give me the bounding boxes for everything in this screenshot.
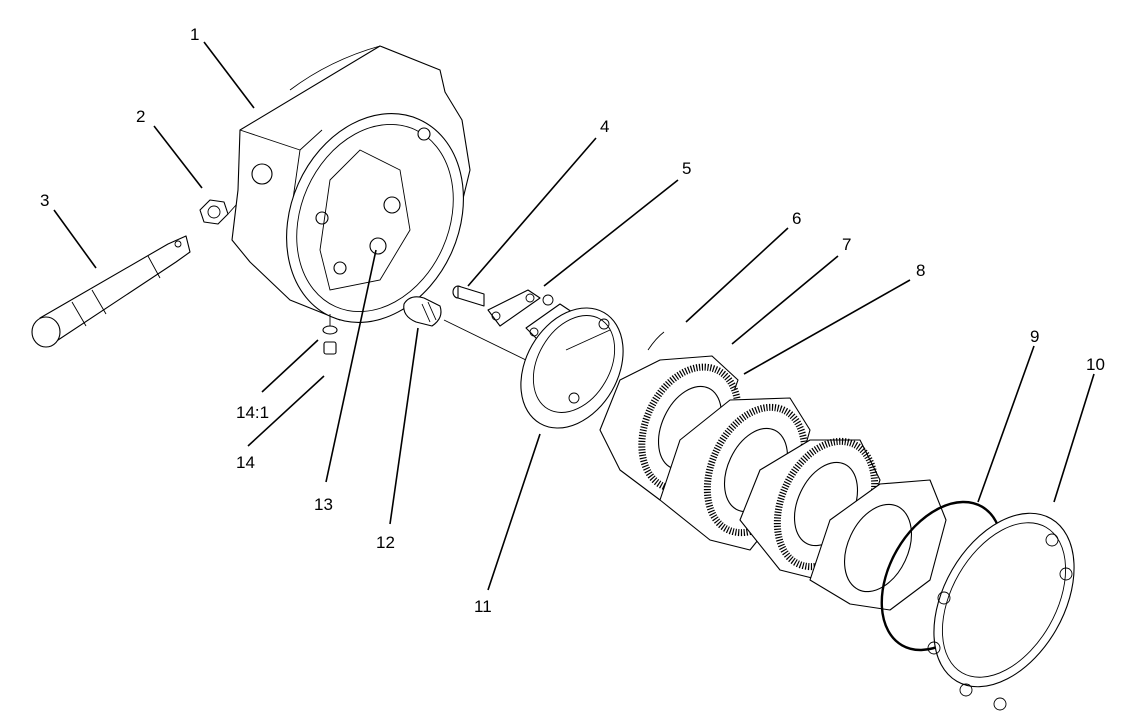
retaining-plate-part [927,512,1075,711]
bolt-part [323,314,337,355]
callout-13: 13 [314,495,333,514]
leader-12 [389,327,419,525]
leader-8 [743,279,911,375]
callout-11: 11 [474,597,492,616]
end-plate [809,479,947,611]
housing-part [231,45,471,323]
callout-6: 6 [792,209,801,228]
pin-part [452,285,485,307]
callout-4: 4 [600,117,609,136]
leader-11 [487,433,541,591]
leader-2 [153,125,203,189]
callout-12: 12 [376,533,395,552]
leader-1 [203,41,255,109]
callout-5: 5 [682,159,691,178]
callout-2: 2 [136,107,145,126]
washer-part [322,325,338,335]
leader-4 [467,137,597,287]
callout-1: 1 [190,25,199,44]
leader-3 [53,209,97,269]
callout-14: 14 [236,453,255,472]
callout-8: 8 [916,261,925,280]
leader-14 [247,375,325,447]
piston-part [520,307,624,429]
leader-13 [325,249,377,483]
leader-9 [977,345,1035,503]
callouts: 1 2 3 4 5 6 7 8 9 10 11 12 13 14 14:1 [40,25,1105,616]
nut-part [199,199,229,225]
callout-9: 9 [1030,327,1039,346]
callout-7: 7 [842,235,851,254]
insert-part [403,296,531,363]
leader-5 [543,179,679,287]
leader-7 [731,255,839,345]
leader-10 [1053,373,1095,503]
leader-lines [53,41,1095,591]
spring-part [647,331,665,351]
leader-14-1 [261,339,319,393]
callout-14-1: 14:1 [236,403,269,422]
callout-3: 3 [40,191,49,210]
callout-10: 10 [1086,355,1105,374]
shaft-part [31,235,191,348]
leader-6 [685,227,789,323]
